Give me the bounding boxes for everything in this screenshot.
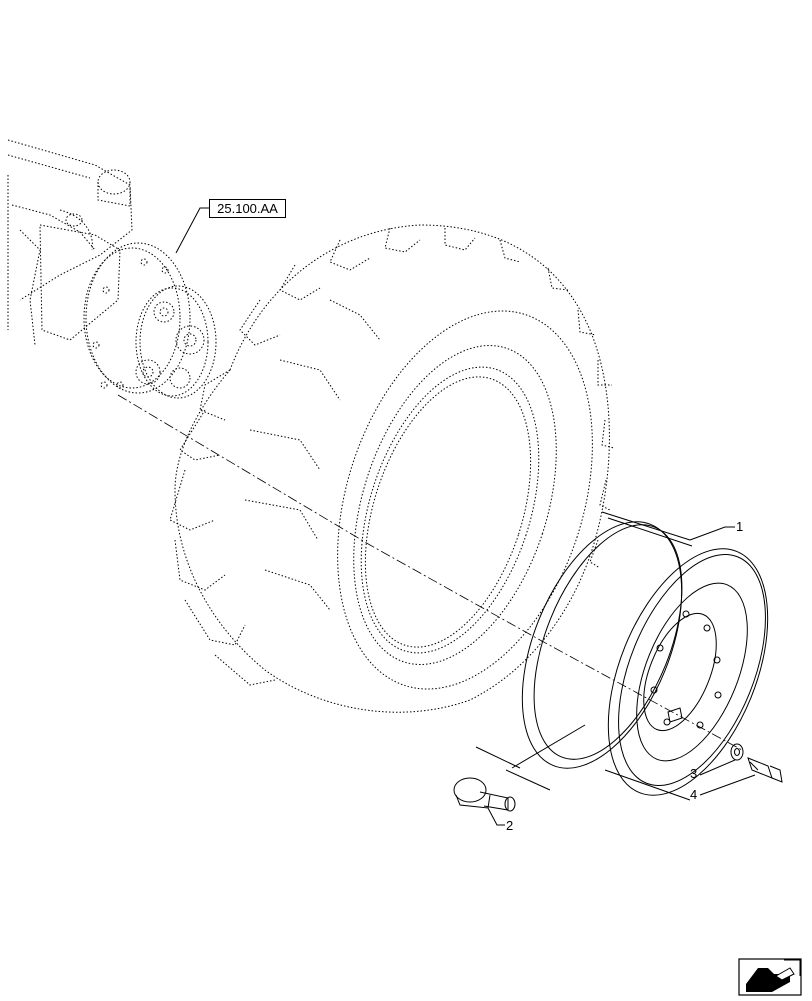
callout-rim: 1 bbox=[736, 519, 744, 534]
callout-washer: 3 bbox=[690, 766, 698, 781]
bolt-leader bbox=[699, 774, 756, 796]
return-arrow-glyph bbox=[738, 958, 802, 996]
rim-leader bbox=[689, 526, 735, 541]
washer-leader bbox=[699, 759, 736, 776]
return-arrow-icon[interactable] bbox=[738, 958, 802, 996]
reference-leader bbox=[175, 207, 209, 254]
valve-stem bbox=[453, 777, 516, 812]
break-line-1 bbox=[475, 746, 521, 769]
washer bbox=[730, 743, 744, 761]
axle-hub-assembly bbox=[7, 139, 217, 399]
tire bbox=[169, 224, 615, 713]
wheel-rim bbox=[521, 511, 769, 801]
break-line-2 bbox=[505, 769, 551, 791]
callout-bolt: 4 bbox=[690, 787, 698, 802]
reference-label: 25.100.AA bbox=[209, 199, 286, 218]
valve-leader bbox=[487, 807, 505, 826]
assembly-centerline bbox=[117, 394, 743, 751]
break-link bbox=[511, 724, 586, 769]
callout-valve: 2 bbox=[506, 818, 514, 833]
bolt bbox=[747, 757, 783, 783]
